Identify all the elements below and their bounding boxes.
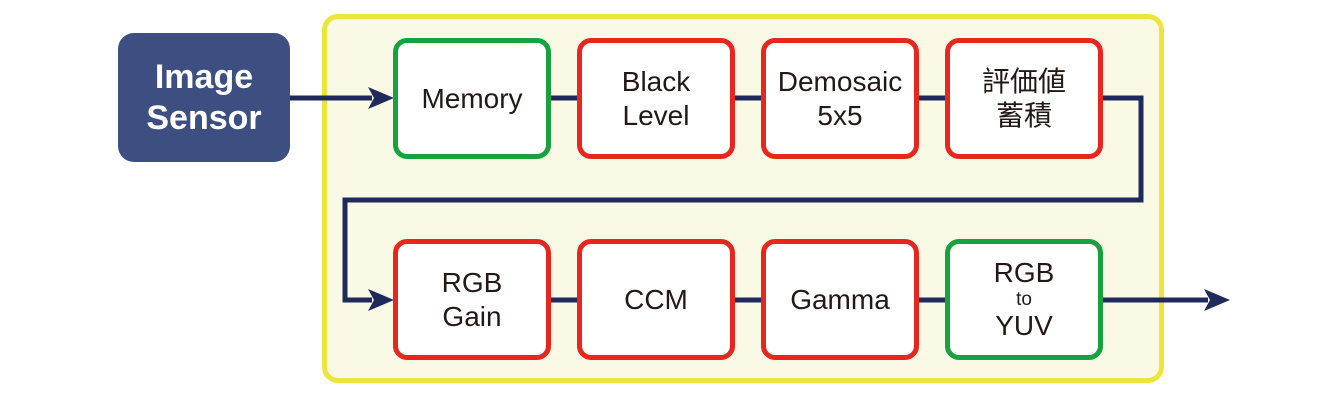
block-demosaic-label-line1: Demosaic	[777, 65, 903, 97]
block-memory: Memory	[393, 38, 551, 159]
block-ccm: CCM	[577, 239, 735, 360]
block-black-level: Black Level	[577, 38, 735, 159]
block-rgb-gain-label-line1: RGB	[441, 266, 503, 298]
arrow-output-head	[1204, 289, 1230, 311]
block-gamma-label: Gamma	[790, 283, 890, 315]
block-ccm-label: CCM	[624, 283, 688, 315]
block-rgb-to-yuv-label-line3: YUV	[995, 310, 1053, 342]
image-sensor-label-line2: Sensor	[146, 98, 262, 137]
block-black-level-label-line2: Level	[622, 99, 690, 131]
block-evaluation-value-accumulation: 評価値 蓄積	[945, 38, 1103, 159]
block-evaluation-label-line2: 蓄積	[995, 99, 1052, 131]
image-sensor-label-line1: Image	[154, 58, 254, 97]
block-black-level-label-line1: Black	[621, 65, 691, 97]
block-demosaic-label-line2: 5x5	[817, 99, 863, 131]
block-memory-label: Memory	[421, 82, 523, 114]
block-rgb-gain: RGB Gain	[393, 239, 551, 360]
block-rgb-gain-label-line2: Gain	[442, 300, 502, 332]
block-rgb-to-yuv: RGB to YUV	[945, 239, 1103, 360]
block-rgb-to-yuv-label-line2: to	[1016, 288, 1032, 310]
block-demosaic-5x5: Demosaic 5x5	[761, 38, 919, 159]
block-rgb-to-yuv-label-line1: RGB	[993, 256, 1055, 288]
block-gamma: Gamma	[761, 239, 919, 360]
block-evaluation-label-line1: 評価値	[981, 65, 1066, 97]
image-sensor-block: Image Sensor	[118, 33, 290, 162]
